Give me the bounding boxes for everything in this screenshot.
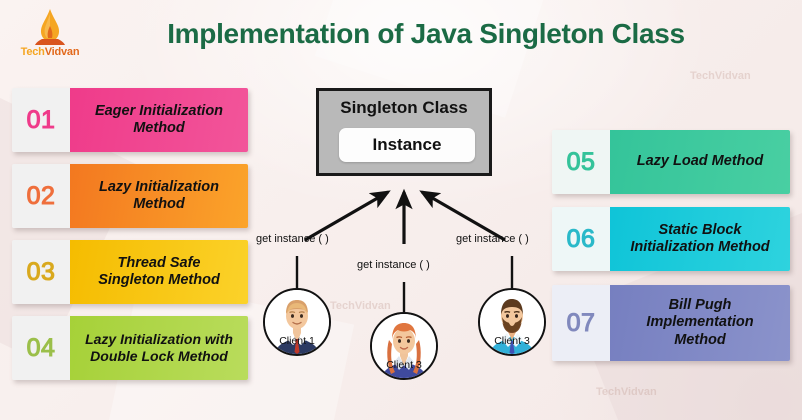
client-avatar-3[interactable]: Client 3 [478, 288, 546, 356]
page-title: Implementation of Java Singleton Class [167, 18, 685, 49]
card-number: 02 [12, 164, 70, 228]
card-label-line: Thread Safe [117, 254, 201, 271]
singleton-class-box: Singleton Class Instance [316, 88, 492, 176]
avatar-woman-redhair-icon [372, 314, 436, 378]
call-label-client1: get instance ( ) [256, 233, 329, 245]
card-number: 07 [552, 285, 610, 361]
client-label: Client 3 [494, 335, 530, 347]
card-label-line: Eager Initialization [94, 102, 224, 119]
call-label-client3: get instance ( ) [456, 233, 529, 245]
client-avatar-1[interactable]: Client 1 [263, 288, 331, 356]
brand-name-part2: Vidvan [44, 46, 80, 58]
card-number: 01 [12, 88, 70, 152]
card-number: 03 [12, 240, 70, 304]
card-label-line: Method [133, 120, 185, 136]
watermark: TechVidvan [690, 70, 751, 82]
card-label-line: Lazy Initialization [98, 178, 220, 195]
card-label-line: Implementation [646, 314, 754, 331]
card-number: 06 [552, 207, 610, 271]
card-label-line: Static Block [658, 221, 742, 238]
singleton-class-title: Singleton Class [340, 98, 468, 117]
card-label-line: Initialization Method [630, 239, 770, 255]
card-label-line: Singleton Method [98, 272, 220, 288]
techvidvan-lamp-icon [30, 8, 70, 48]
card-label-line: Method [133, 196, 185, 212]
card-label-line: Lazy Load Method [636, 153, 764, 170]
card-label: Lazy Load Method [610, 130, 790, 194]
instance-box: Instance [339, 128, 475, 162]
method-card-05[interactable]: 05 Lazy Load Method [552, 130, 790, 194]
avatar-man-beard-blueshirt-icon [480, 290, 544, 354]
client-label: Client 1 [279, 335, 315, 347]
card-label-line: Double Lock Method [90, 348, 228, 364]
watermark: TechVidvan [330, 300, 391, 312]
brand-wordmark: TechVidvan [14, 46, 86, 58]
card-number: 05 [552, 130, 610, 194]
card-label-line: Lazy Initialization with [85, 331, 233, 348]
avatar-man-blond-suit-icon [265, 290, 329, 354]
client-avatar-2[interactable]: Client 3 [370, 312, 438, 380]
brand-logo: TechVidvan [14, 8, 86, 66]
card-label-line: Method [674, 331, 726, 348]
client-label: Client 3 [386, 359, 422, 371]
call-label-client2: get instance ( ) [357, 259, 430, 271]
card-number: 04 [12, 316, 70, 380]
brand-name-part1: Tech [20, 46, 45, 58]
watermark: TechVidvan [596, 386, 657, 398]
card-label-line: Bill Pugh [668, 297, 732, 314]
